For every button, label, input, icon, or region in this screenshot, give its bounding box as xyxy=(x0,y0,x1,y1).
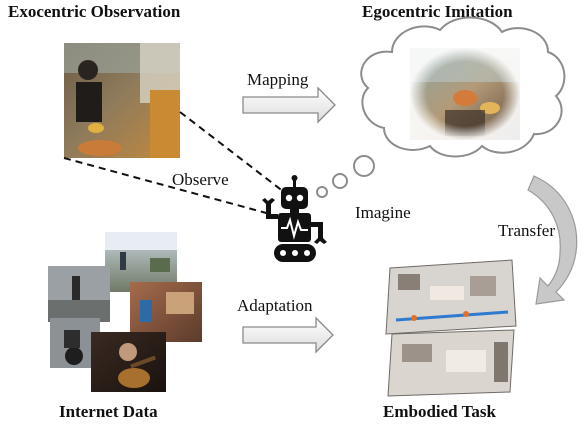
egocentric-title: Egocentric Imitation xyxy=(362,2,513,21)
imagine-label: Imagine xyxy=(355,203,411,222)
internet-title: Internet Data xyxy=(59,402,158,421)
embodied-title: Embodied Task xyxy=(383,402,496,421)
mapping-arrow xyxy=(242,86,336,124)
transfer-label: Transfer xyxy=(498,221,555,240)
observe-line-bottom xyxy=(63,157,271,215)
scan-upper xyxy=(385,259,517,335)
transfer-arrow xyxy=(527,175,578,305)
exocentric-photo xyxy=(64,43,180,158)
observe-line-top xyxy=(179,111,285,193)
internet-collage xyxy=(48,232,202,392)
internet-photo-guitar xyxy=(91,332,166,392)
embodied-scans xyxy=(385,259,517,397)
scan-lower xyxy=(387,329,515,397)
adaptation-label: Adaptation xyxy=(237,296,313,315)
robot-icon xyxy=(262,175,327,262)
exocentric-title: Exocentric Observation xyxy=(8,2,181,21)
egocentric-photo xyxy=(410,48,520,140)
internet-photo-skater xyxy=(48,266,110,322)
adaptation-arrow xyxy=(242,316,334,354)
observe-label: Observe xyxy=(172,170,229,189)
mapping-label: Mapping xyxy=(247,70,309,89)
